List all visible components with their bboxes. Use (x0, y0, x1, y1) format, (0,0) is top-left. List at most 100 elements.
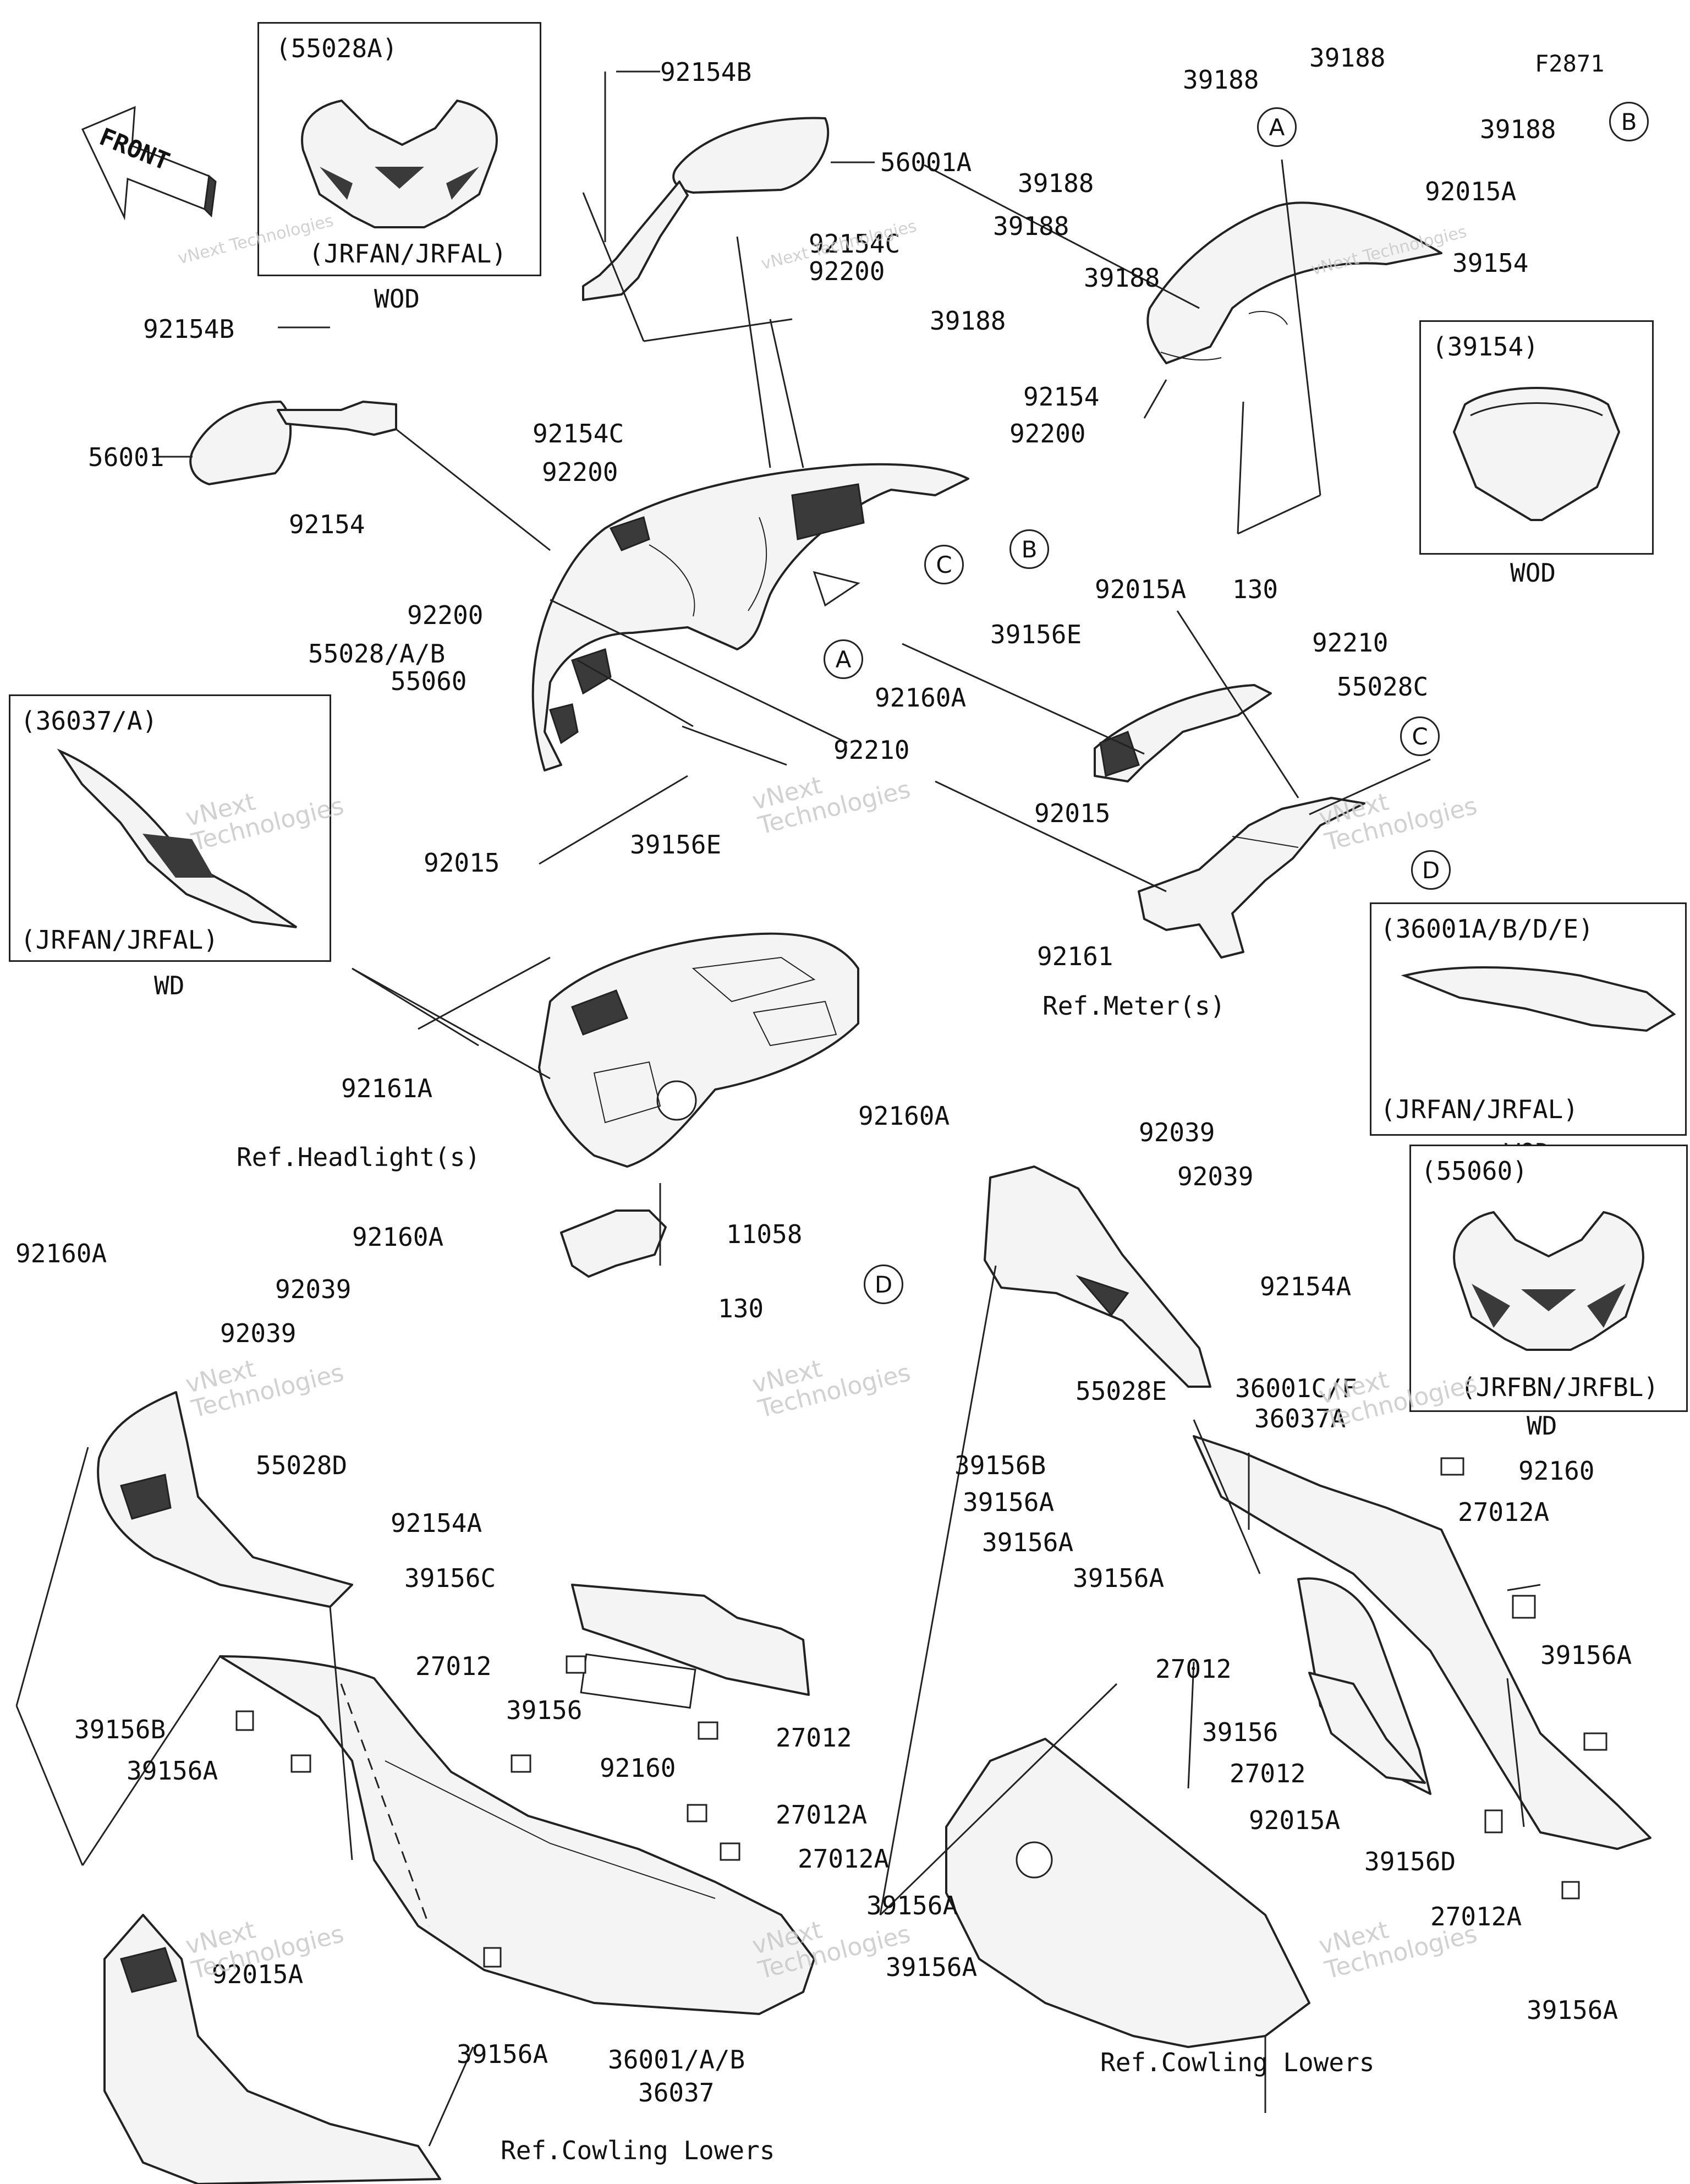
inset-caption: WD (154, 971, 185, 1000)
part-label: 39188 (1183, 65, 1259, 95)
part-label: 92154A (1260, 1272, 1352, 1301)
inset-model-label: (JRFAN/JRFAL) (309, 239, 507, 269)
part-label: 39156C (404, 1563, 496, 1593)
part-label: 39188 (1309, 43, 1386, 73)
inset-part-icon (1401, 966, 1676, 1032)
inset-model-label: (JRFAN/JRFAL) (20, 925, 219, 955)
part-label: 39188 (1084, 263, 1160, 293)
inset-part-label: (36001A/B/D/E) (1380, 914, 1594, 944)
ref-circle-a: A (1257, 107, 1297, 147)
part-label: 92160A (858, 1101, 950, 1131)
part-label: 39156B (74, 1715, 166, 1744)
part-label: 130 (718, 1294, 764, 1323)
ref-circle-b: B (1609, 102, 1649, 141)
part-label: 39156E (990, 620, 1082, 649)
inset-caption: WOD (374, 284, 420, 314)
part-label: 92210 (833, 735, 910, 765)
ref-circle-c: C (924, 545, 964, 584)
part-label: 92160 (1518, 1456, 1595, 1486)
part-label: 92154C (533, 419, 624, 448)
part-label: 92200 (542, 457, 618, 487)
part-label: 92210 (1312, 628, 1389, 658)
part-label: 92039 (220, 1318, 297, 1348)
part-label: 92015A (1249, 1805, 1341, 1835)
inset-box-55060: (55060) (JRFBN/JRFBL) (1409, 1145, 1688, 1412)
part-label: 27012A (776, 1800, 868, 1830)
part-label: 27012A (1430, 1902, 1522, 1931)
part-label: 92154B (660, 57, 752, 87)
headlight-assembly (538, 932, 859, 1168)
sticker-parts (235, 1457, 1607, 1968)
part-label: 27012 (776, 1723, 852, 1753)
part-label: 27012A (1458, 1497, 1550, 1527)
part-label: 92200 (1009, 419, 1086, 448)
bracket-11058 (560, 1209, 667, 1278)
part-label: Ref.Meter(s) (1042, 991, 1226, 1021)
part-label: 55028E (1076, 1376, 1167, 1406)
inset-part-label: (39154) (1432, 332, 1539, 362)
part-label: 92154C (809, 229, 901, 259)
part-label: 27012 (1230, 1759, 1306, 1788)
part-label: 92015A (212, 1959, 304, 1989)
part-label: 36037 (638, 2078, 715, 2108)
part-label: 39156A (1540, 1640, 1632, 1670)
side-panel-55028e (984, 1165, 1211, 1388)
part-label: 92015 (424, 848, 500, 878)
inset-caption: WD (1527, 1411, 1557, 1441)
part-label: 92160A (875, 683, 967, 713)
part-label: 39188 (1018, 168, 1094, 198)
part-label: Ref.Cowling Lowers (501, 2136, 775, 2165)
inset-box-55028a: (55028A) (JRFAN/JRFAL) (257, 22, 541, 276)
part-label: 92015 (1034, 798, 1111, 828)
inset-part-label: (55028A) (276, 34, 398, 63)
side-panel-55028d (97, 1391, 353, 1608)
figure-code: F2871 (1535, 50, 1605, 77)
part-label: Ref.Headlight(s) (237, 1142, 481, 1172)
part-label: 92015A (1425, 177, 1517, 206)
part-label: 39156 (1202, 1717, 1279, 1747)
mirror-56001 (154, 326, 397, 485)
part-label: 92039 (275, 1274, 352, 1304)
part-label: 92161 (1037, 942, 1113, 971)
part-label: 130 (1232, 574, 1279, 604)
part-label: 92154B (143, 314, 235, 344)
part-label: 39156D (1364, 1847, 1456, 1876)
inset-box-36037a: (36037/A) (JRFAN/JRFAL) (9, 694, 331, 962)
inset-caption: WOD (1510, 558, 1556, 588)
windscreen-39154 (1146, 201, 1442, 364)
ref-circle-a: A (824, 639, 863, 679)
part-label: 92200 (407, 600, 484, 630)
part-label: 92154 (1023, 382, 1100, 412)
part-label: 11058 (726, 1219, 803, 1249)
part-label: 39156B (954, 1450, 1046, 1480)
fairing-36001 (219, 1655, 815, 2015)
ref-circle-d: D (864, 1265, 903, 1304)
upper-cowl-55028 (531, 463, 969, 771)
part-label: 92160A (15, 1239, 107, 1268)
part-label: 39156A (127, 1756, 218, 1786)
ref-circle-b: B (1009, 529, 1049, 569)
part-label: 55028C (1337, 672, 1429, 702)
part-label: 39154 (1452, 248, 1529, 278)
part-label: 39156E (630, 830, 722, 860)
part-label: 92039 (1139, 1118, 1215, 1147)
part-label: 39156 (506, 1695, 583, 1725)
ref-circle-d: D (1411, 850, 1451, 890)
meter-bracket (1138, 797, 1365, 959)
part-label: 92160A (352, 1222, 444, 1252)
inset-part-label: (36037/A) (20, 706, 158, 736)
part-label: 92161A (341, 1074, 433, 1103)
part-label: 39156A (982, 1528, 1074, 1557)
part-label: 36037A (1254, 1404, 1346, 1433)
part-label: 55028/A/B (308, 639, 446, 669)
mirror-56001a (582, 70, 875, 301)
inset-part-icon (301, 99, 498, 228)
part-label: 56001A (880, 147, 972, 177)
part-label: 39188 (930, 306, 1006, 336)
part-label: 56001 (88, 442, 164, 472)
inner-panel-55028c (1094, 684, 1272, 782)
part-label: 27012 (415, 1651, 492, 1681)
part-label: 92200 (809, 256, 885, 286)
